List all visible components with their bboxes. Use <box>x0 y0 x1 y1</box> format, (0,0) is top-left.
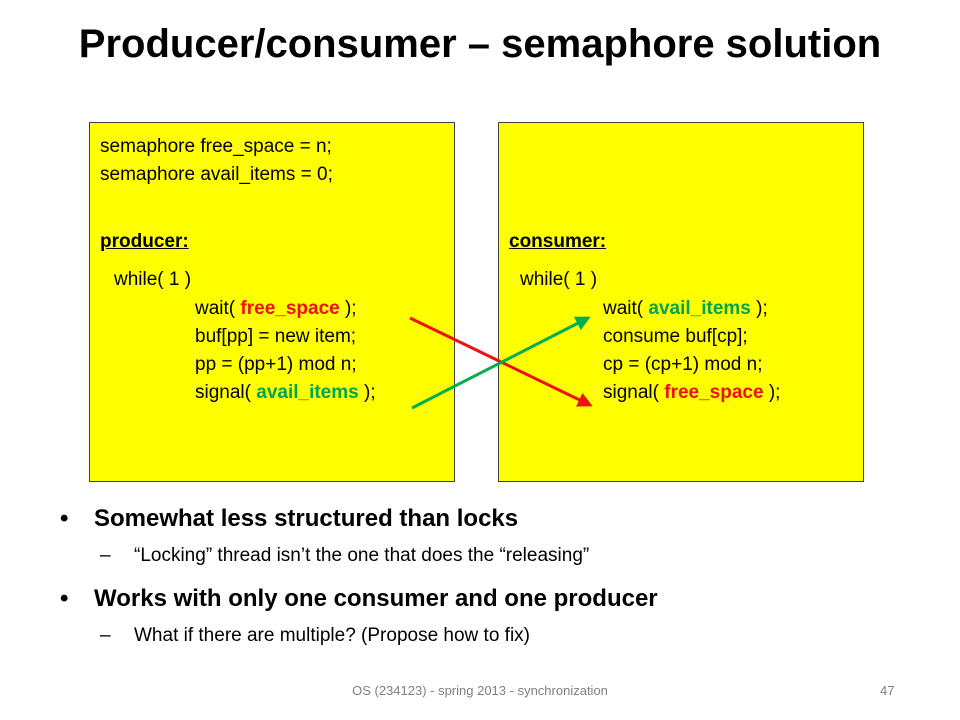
bullet-dot: • <box>60 585 69 612</box>
code-text: ); <box>750 298 768 319</box>
code-line-consumer-wait: wait( avail_items ); <box>603 295 768 322</box>
code-line-producer-signal: signal( avail_items ); <box>195 379 376 406</box>
code-line-producer-loop: while( 1 ) <box>114 269 192 290</box>
slide-title: Producer/consumer – semaphore solution <box>78 22 882 66</box>
slide-footer: OS (234123) - spring 2013 - synchronizat… <box>352 683 608 698</box>
bullet-dot: • <box>60 505 69 532</box>
page-number: 47 <box>880 683 895 698</box>
code-line-decl-avail-items: semaphore avail_items = 0; <box>100 164 333 185</box>
code-text: signal( <box>195 382 257 403</box>
keyword-avail-items: avail_items <box>648 298 751 319</box>
sub-bullet-text: “Locking” thread isn’t the one that does… <box>134 545 590 566</box>
keyword-avail-items: avail_items <box>256 382 359 403</box>
code-text: wait( <box>603 298 649 319</box>
code-line-decl-free-space: semaphore free_space = n; <box>100 136 332 157</box>
producer-heading: producer: <box>100 231 189 252</box>
code-text: signal( <box>603 382 665 403</box>
sub-bullet-dash: – <box>100 545 111 566</box>
sub-bullet-text: What if there are multiple? (Propose how… <box>134 625 531 646</box>
code-line-producer-pp: pp = (pp+1) mod n; <box>195 354 357 375</box>
code-line-producer-wait: wait( free_space ); <box>195 295 357 322</box>
bullet-text: Somewhat less structured than locks <box>94 505 519 532</box>
code-line-consumer-consume: consume buf[cp]; <box>603 326 748 347</box>
code-text: ); <box>339 298 357 319</box>
code-text: ); <box>358 382 376 403</box>
producer-code-box: semaphore free_space = n; semaphore avai… <box>89 122 455 482</box>
code-line-consumer-signal: signal( free_space ); <box>603 379 780 406</box>
bullet-text: Works with only one consumer and one pro… <box>94 585 658 612</box>
code-line-consumer-cp: cp = (cp+1) mod n; <box>603 354 763 375</box>
keyword-free-space: free_space <box>664 382 764 403</box>
keyword-free-space: free_space <box>240 298 340 319</box>
consumer-heading: consumer: <box>509 231 607 252</box>
sub-bullet-dash: – <box>100 625 111 646</box>
code-line-producer-buf: buf[pp] = new item; <box>195 326 357 347</box>
code-line-consumer-loop: while( 1 ) <box>520 269 598 290</box>
consumer-code-box: consumer: while( 1 ) wait( avail_items )… <box>498 122 864 482</box>
code-text: ); <box>763 382 781 403</box>
code-text: wait( <box>195 298 241 319</box>
